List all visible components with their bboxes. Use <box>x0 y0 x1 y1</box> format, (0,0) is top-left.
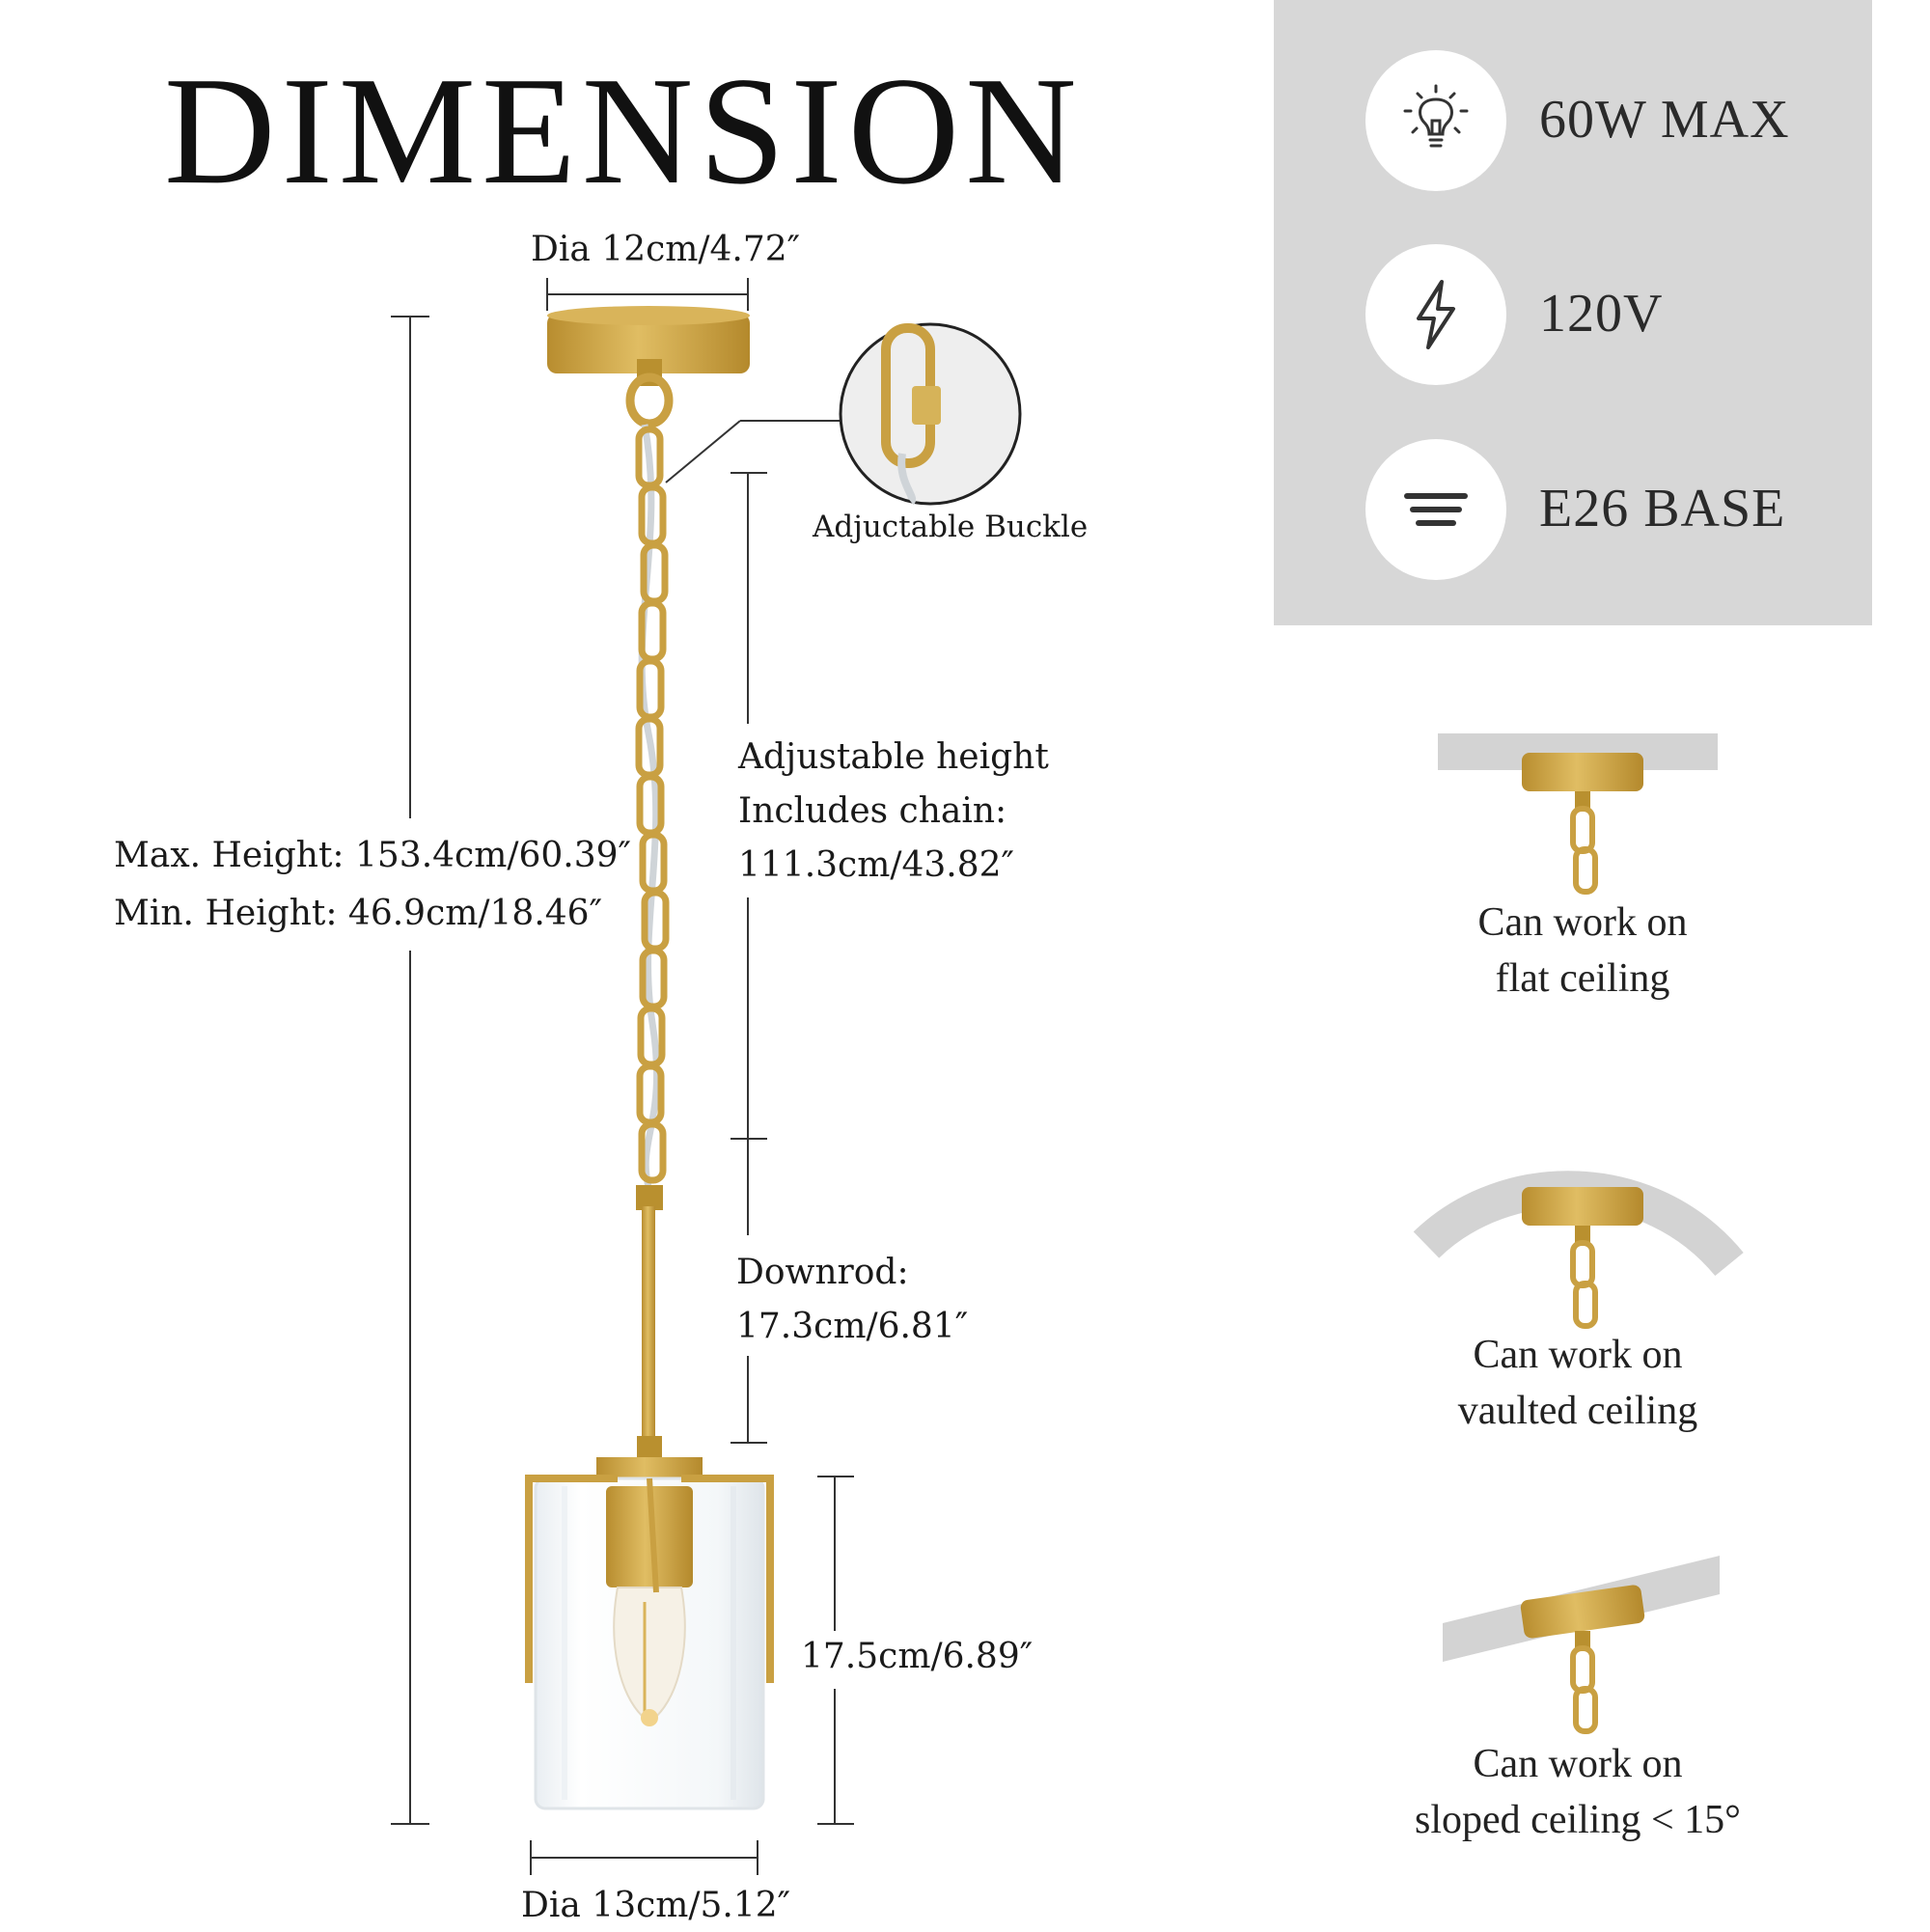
caption-line: sloped ceiling < 15° <box>1415 1797 1741 1842</box>
page-title: DIMENSION <box>164 44 1083 216</box>
spec-base-label: E26 BASE <box>1539 479 1786 538</box>
downrod-dimension <box>731 1139 767 1444</box>
flat-ceiling-caption: Can work on flat ceiling <box>1341 896 1824 1007</box>
vaulted-ceiling-caption: Can work on vaulted ceiling <box>1337 1328 1819 1440</box>
buckle-label: Adjuctable Buckle <box>813 510 1089 544</box>
min-height-label: Min. Height: 46.9cm/18.46″ <box>114 894 603 933</box>
canopy-dia-label: Dia 12cm/4.72″ <box>531 230 801 269</box>
caption-line: Can work on <box>1477 900 1688 945</box>
buckle-callout <box>665 322 1022 506</box>
caption-line: vaulted ceiling <box>1457 1388 1698 1433</box>
downrod-label-line1: Downrod: <box>736 1253 909 1292</box>
power-wire <box>638 424 661 1188</box>
sloped-ceiling-illustration <box>1443 1556 1720 1734</box>
shade-height-label: 17.5cm/6.89″ <box>801 1637 1034 1676</box>
shade-height-dimension <box>817 1476 854 1825</box>
lightning-bolt-icon <box>1365 244 1506 385</box>
canopy-dia-dimension <box>546 278 749 311</box>
chain-label-line2: Includes chain: <box>738 791 1007 831</box>
vaulted-ceiling-illustration <box>1413 1171 1744 1329</box>
spec-base: E26 BASE <box>1365 439 1867 580</box>
downrod <box>636 1185 663 1457</box>
flat-ceiling-illustration <box>1438 733 1718 895</box>
spec-wattage: 60W MAX <box>1365 50 1867 191</box>
shade <box>525 1457 774 1810</box>
downrod-label-line2: 17.3cm/6.81″ <box>736 1307 969 1346</box>
caption-line: flat ceiling <box>1495 955 1670 1001</box>
spec-voltage: 120V <box>1365 244 1867 385</box>
chain <box>635 426 670 1184</box>
lightbulb-icon <box>1365 50 1506 191</box>
chain-label-line3: 111.3cm/43.82″ <box>738 845 1014 885</box>
spec-panel: 60W MAX 120V E26 BASE <box>1274 0 1872 625</box>
caption-line: Can work on <box>1473 1742 1683 1786</box>
total-height-dimension <box>391 316 429 1825</box>
chain-label-line1: Adjustable height <box>738 737 1049 777</box>
shade-dia-label: Dia 13cm/5.12″ <box>521 1886 791 1925</box>
spec-wattage-label: 60W MAX <box>1539 90 1790 150</box>
shade-dia-dimension <box>530 1840 758 1875</box>
caption-line: Can work on <box>1473 1333 1683 1377</box>
max-height-label: Max. Height: 153.4cm/60.39″ <box>114 836 631 875</box>
spec-voltage-label: 120V <box>1539 284 1664 344</box>
sloped-ceiling-caption: Can work on sloped ceiling < 15° <box>1337 1737 1819 1849</box>
canopy <box>547 306 750 428</box>
bulb-base-icon <box>1365 439 1506 580</box>
